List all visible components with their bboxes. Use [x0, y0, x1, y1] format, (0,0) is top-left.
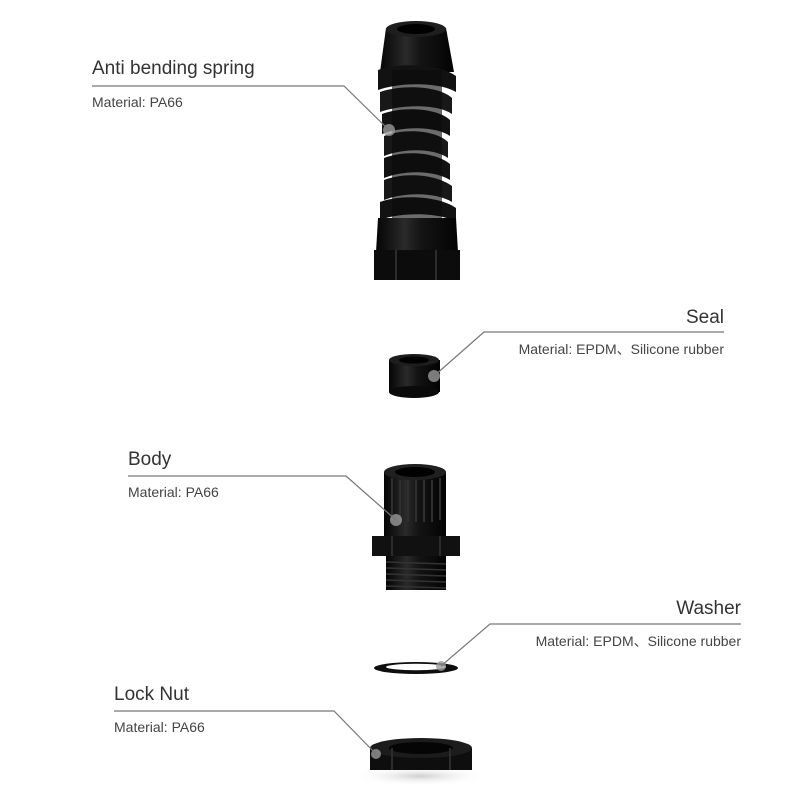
seal-leader-line — [433, 331, 724, 377]
spring-title: Anti bending spring — [92, 58, 255, 79]
washer-leader-line — [440, 623, 741, 667]
body-material: Material: PA66 — [128, 484, 219, 500]
seal-title: Seal — [685, 307, 724, 328]
seal-material: Material: EPDM、Silicone rubber — [518, 341, 724, 357]
spring-material: Material: PA66 — [92, 94, 183, 110]
anti-bending-spring-part — [374, 21, 460, 280]
washer-material: Material: EPDM、Silicone rubber — [535, 633, 741, 649]
lock-nut-part — [350, 738, 490, 786]
body-leader-line — [128, 475, 397, 521]
locknut-title: Lock Nut — [114, 684, 189, 705]
body-title: Body — [128, 449, 172, 470]
locknut-leader-line — [114, 710, 377, 755]
seal-part — [389, 354, 440, 398]
washer-title: Washer — [676, 598, 741, 619]
locknut-material: Material: PA66 — [114, 719, 205, 735]
spring-leader-line — [92, 85, 390, 131]
body-part — [372, 464, 460, 590]
